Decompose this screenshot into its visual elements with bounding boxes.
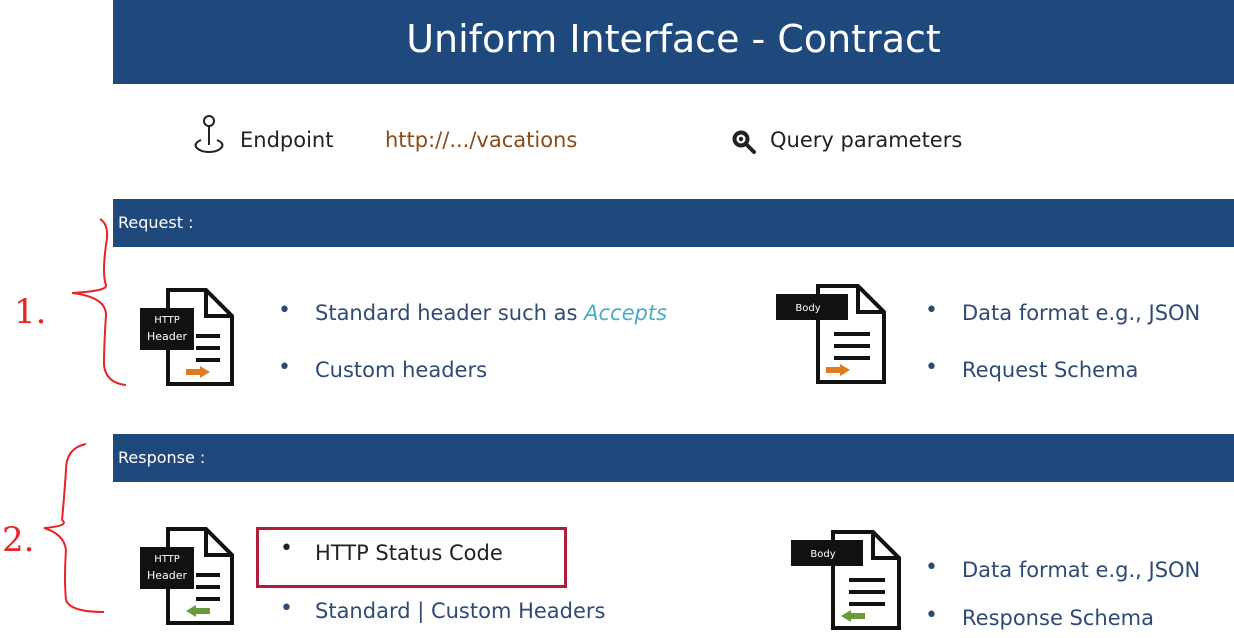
annotation-brace-1 — [71, 218, 127, 386]
bullet: • — [280, 596, 293, 621]
body-document-icon: Body — [791, 530, 901, 630]
endpoint-label: Endpoint — [240, 128, 334, 152]
body-text: Body — [810, 549, 835, 560]
body-document-icon: Body — [776, 284, 886, 384]
request-body-bullet-2: Request Schema — [962, 358, 1139, 382]
status-code-highlight-box — [256, 527, 567, 588]
response-header-bullet-1: HTTP Status Code — [315, 541, 503, 565]
request-header-bullet-2: Custom headers — [315, 358, 488, 382]
body-text: Body — [795, 303, 820, 314]
response-header-bullet-2: Standard | Custom Headers — [315, 599, 606, 623]
endpoint-url: http://.../vacations — [385, 128, 578, 152]
http-text: HTTP — [154, 315, 180, 326]
bullet: • — [278, 298, 291, 323]
bullet: • — [280, 536, 293, 561]
request-section-label: Request : — [118, 213, 194, 232]
response-section-bar: Response : — [113, 434, 1234, 482]
response-body-bullet-1: Data format e.g., JSON — [962, 558, 1201, 582]
header-text: Header — [147, 569, 188, 582]
response-section-label: Response : — [118, 448, 206, 467]
request-section-bar: Request : — [113, 199, 1234, 247]
response-body-bullet-2: Response Schema — [962, 606, 1154, 630]
bullet: • — [925, 603, 938, 628]
title-bar: Uniform Interface - Contract — [113, 0, 1234, 84]
request-body-bullet-1: Data format e.g., JSON — [962, 301, 1201, 325]
http-header-document-icon: HTTP Header — [140, 527, 234, 625]
bullet: • — [925, 298, 938, 323]
bullet: • — [925, 355, 938, 380]
accepts-header-term: Accepts — [584, 301, 668, 325]
bullet: • — [278, 355, 291, 380]
search-icon — [732, 130, 756, 154]
http-text: HTTP — [154, 554, 180, 565]
slide-title: Uniform Interface - Contract — [406, 17, 941, 61]
header-text: Header — [147, 330, 188, 343]
query-parameters-label: Query parameters — [770, 128, 963, 152]
http-header-document-icon: HTTP Header — [140, 288, 234, 386]
bullet: • — [925, 555, 938, 580]
annotation-mark-1: 1. — [14, 292, 47, 332]
endpoint-pin-icon — [194, 115, 224, 154]
annotation-brace-2 — [43, 443, 105, 613]
annotation-mark-2: 2. — [2, 520, 35, 560]
request-header-bullet-1: Standard header such as Accepts — [315, 301, 668, 325]
